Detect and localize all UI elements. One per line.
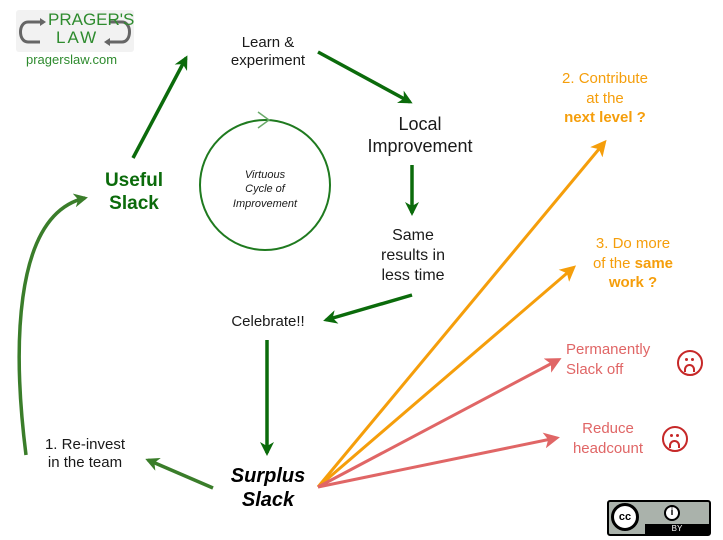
arrow-surplus-to-contribute bbox=[316, 139, 607, 488]
node-same-results: Same results in less time bbox=[365, 226, 461, 286]
virtuous-cycle-circle bbox=[199, 119, 331, 251]
arrow-surplus-to-slackoff bbox=[317, 358, 562, 489]
outcome-slack-off: Permanently Slack off bbox=[566, 340, 666, 379]
arrow-surplus-to-domore bbox=[317, 265, 577, 489]
outcome-text: 2. Contribute bbox=[562, 70, 648, 87]
arrow-surplus-to-reduce bbox=[317, 432, 560, 489]
outcome-text: at the bbox=[586, 89, 624, 107]
node-text: Useful bbox=[104, 170, 164, 191]
node-text: Slack bbox=[109, 192, 159, 214]
outcome-contribute: 2. Contribute at the next level ? bbox=[550, 69, 660, 128]
node-text: 1. Re-invest bbox=[44, 436, 126, 453]
node-text: in the team bbox=[47, 454, 123, 471]
frown-icon bbox=[677, 350, 703, 376]
outcome-text: of the bbox=[592, 254, 635, 272]
pragers-law-logo: PRAGER'S LAW pragerslaw.com bbox=[14, 8, 136, 68]
arrow-learn-to-local bbox=[317, 50, 413, 104]
outcome-text: headcount bbox=[572, 439, 644, 457]
node-text: Learn & bbox=[241, 34, 295, 51]
node-local-improvement: Local Improvement bbox=[360, 114, 480, 157]
logo-url[interactable]: pragerslaw.com bbox=[26, 52, 118, 67]
outcome-text: Reduce bbox=[582, 420, 634, 437]
logo-title-line2: LAW bbox=[56, 28, 99, 47]
cc-icon: cc bbox=[611, 503, 639, 531]
arrow-reinvest-to-useful bbox=[17, 193, 88, 456]
cycle-text: Cycle of bbox=[245, 183, 285, 196]
attribution-icon: i bbox=[664, 505, 680, 521]
arrow-surplus-to-reinvest bbox=[145, 457, 214, 490]
outcome-text: 3. Do more bbox=[595, 235, 671, 252]
node-useful-slack: Useful Slack bbox=[84, 170, 184, 216]
node-surplus-slack: Surplus Slack bbox=[218, 464, 318, 512]
node-text: experiment bbox=[230, 52, 306, 69]
node-text: less time bbox=[381, 267, 445, 284]
node-celebrate: Celebrate!! bbox=[218, 313, 318, 331]
outcome-text: of the same bbox=[578, 254, 688, 274]
by-label: BY bbox=[645, 524, 709, 534]
arrow-same-to-celebrate bbox=[323, 293, 413, 324]
outcome-text-bold: same bbox=[634, 254, 674, 272]
outcome-do-more: 3. Do more of the same work ? bbox=[578, 234, 688, 293]
node-text: Improvement bbox=[367, 135, 473, 156]
frown-icon bbox=[662, 426, 688, 452]
outcome-text: Slack off bbox=[566, 360, 624, 378]
logo-title-line1: PRAGER'S bbox=[48, 10, 135, 29]
cycle-label: Virtuous Cycle of Improvement bbox=[220, 168, 310, 211]
outcome-text: Permanently bbox=[566, 341, 651, 358]
arrow-useful-to-learn bbox=[131, 55, 188, 159]
cycle-text: Improvement bbox=[232, 197, 298, 210]
outcome-text-bold: next level ? bbox=[564, 109, 646, 126]
node-text: results in bbox=[380, 247, 446, 264]
outcome-reduce-headcount: Reduce headcount bbox=[560, 419, 656, 458]
logo-loop-arrows-icon bbox=[19, 18, 131, 46]
node-learn-experiment: Learn & experiment bbox=[218, 34, 318, 70]
node-text: Local bbox=[398, 114, 442, 134]
node-reinvest: 1. Re-invest in the team bbox=[30, 436, 140, 472]
cc-by-license-badge[interactable]: cc i BY bbox=[607, 500, 711, 536]
node-text: Surplus bbox=[230, 465, 306, 487]
logo-background bbox=[16, 10, 134, 52]
node-text: Same bbox=[392, 227, 434, 244]
node-text: Celebrate!! bbox=[231, 313, 305, 330]
cycle-text: Virtuous bbox=[244, 169, 286, 181]
cycle-direction-icon bbox=[257, 111, 271, 129]
outcome-text-bold: work ? bbox=[608, 274, 658, 291]
node-text: Slack bbox=[241, 489, 295, 511]
